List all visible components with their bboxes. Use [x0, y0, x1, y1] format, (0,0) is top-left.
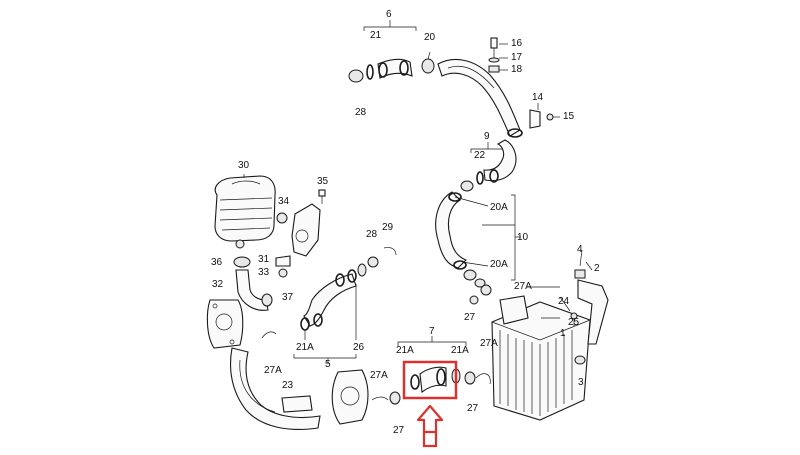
callout-1: 1 [560, 328, 566, 339]
callout-34: 34 [278, 196, 290, 207]
callout-21A-left: 21A [296, 342, 314, 353]
callout-35: 35 [317, 176, 329, 187]
grommet-3 [574, 355, 586, 365]
hose-7-assembly [331, 336, 491, 425]
clamp-28-mid [367, 256, 379, 268]
intake-pipe-5 [229, 347, 321, 430]
callout-37: 37 [282, 292, 294, 303]
flange-center [331, 369, 369, 425]
hose-10 [435, 191, 467, 269]
clamp-28-top [348, 69, 364, 83]
clamp-36 [233, 256, 251, 268]
ring-22 [476, 171, 484, 185]
callout-15: 15 [563, 111, 575, 122]
callout-20: 20 [424, 32, 436, 43]
flange-left [206, 299, 244, 349]
highlight-box [402, 360, 458, 400]
callout-7: 7 [429, 326, 435, 337]
callout-20A-upper: 20A [490, 202, 508, 213]
air-filter-housing-assembly [214, 174, 326, 311]
callout-17: 17 [511, 52, 523, 63]
callout-30: 30 [238, 160, 250, 171]
callout-36: 36 [211, 257, 223, 268]
clamp-37 [261, 293, 273, 307]
callout-21A-center-left: 21A [396, 345, 414, 356]
pipe-23 [281, 395, 313, 413]
callout-4: 4 [577, 244, 583, 255]
callout-22: 22 [474, 150, 486, 161]
callout-26: 26 [353, 342, 365, 353]
callout-9: 9 [484, 131, 490, 142]
callout-27A-mid: 27A [370, 370, 388, 381]
callout-10: 10 [517, 232, 529, 243]
lower-left-pipe-assembly [206, 247, 397, 430]
callout-16: 16 [511, 38, 523, 49]
callout-31: 31 [258, 254, 270, 265]
hose-7 [419, 366, 447, 394]
double-arrow-up-icon [416, 404, 444, 448]
callout-5: 5 [325, 359, 331, 370]
bellows-hose-26 [303, 273, 357, 327]
grommet-34 [276, 212, 288, 224]
callout-25: 25 [568, 317, 580, 328]
hose-9 [483, 139, 517, 182]
callout-27-bottom-right: 27 [467, 403, 479, 414]
upper-hose-assembly [348, 20, 560, 138]
callout-2: 2 [594, 263, 600, 274]
callout-28: 28 [355, 107, 367, 118]
callout-21A-center-right: 21A [451, 345, 469, 356]
callout-33: 33 [258, 267, 270, 278]
callout-27-bottom-left: 27 [393, 425, 405, 436]
callout-3: 3 [578, 377, 584, 388]
bolt-16 [490, 37, 498, 49]
callout-6: 6 [386, 9, 392, 20]
intercooler-assembly [469, 249, 609, 421]
callout-14: 14 [532, 92, 544, 103]
callout-32: 32 [212, 279, 224, 290]
middle-hose-assembly [435, 139, 521, 288]
callout-27A-right: 27A [480, 338, 498, 349]
grommet-18 [488, 65, 500, 73]
callout-18: 18 [511, 64, 523, 75]
callout-29: 29 [382, 222, 394, 233]
callout-28-mid: 28 [366, 229, 378, 240]
upper-metal-pipe [437, 59, 521, 137]
ring-21-top [366, 64, 374, 80]
bracket-14 [529, 109, 541, 129]
air-filter-housing-30 [214, 175, 276, 242]
callout-20A-lower: 20A [490, 259, 508, 270]
bracket-34 [291, 203, 321, 257]
callout-21: 21 [370, 30, 382, 41]
callout-24: 24 [558, 296, 570, 307]
clamp-20 [421, 58, 435, 74]
bracket-2 [577, 279, 609, 345]
callout-27-right: 27 [464, 312, 476, 323]
callout-27A-left: 27A [264, 365, 282, 376]
callout-27A-top: 27A [514, 281, 532, 292]
grommet-4 [574, 269, 586, 279]
callout-23: 23 [282, 380, 294, 391]
bolt-35 [318, 189, 326, 197]
